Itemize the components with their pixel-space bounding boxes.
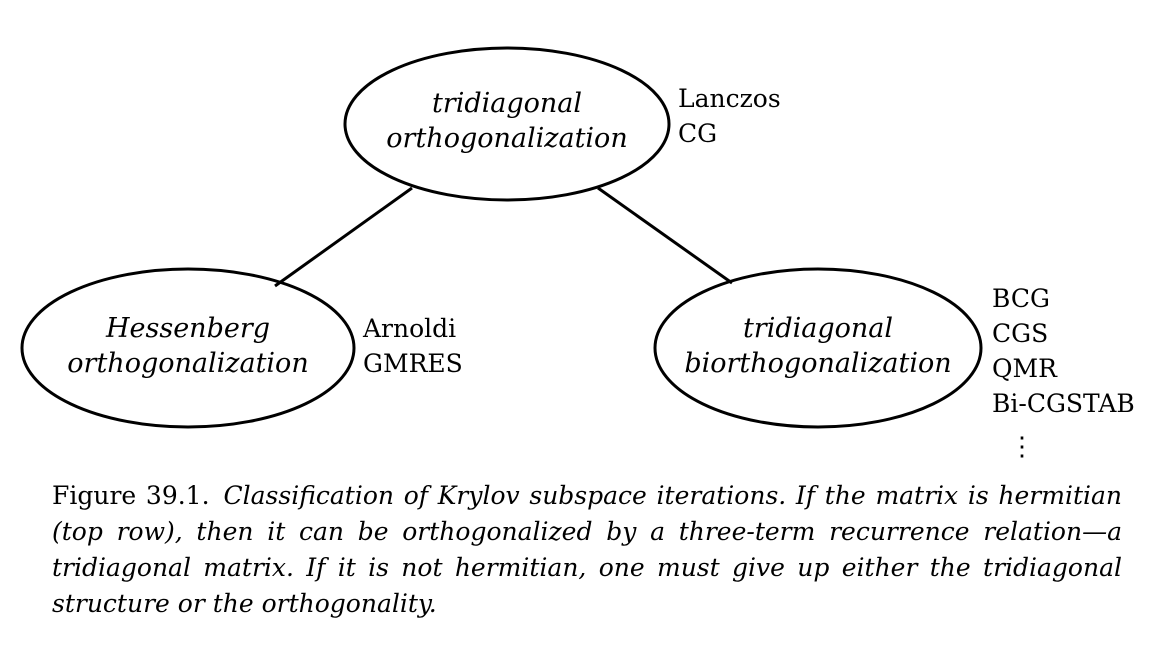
krylov-classification-diagram: tridiagonal orthogonalization Lanczos CG…: [20, 46, 1135, 462]
node-hessenberg-orthogonalization: Hessenberg orthogonalization: [20, 267, 356, 429]
node-top-ellipse: [343, 46, 671, 202]
methods-top: Lanczos CG: [678, 84, 781, 148]
figure-label: Figure 39.1.: [52, 481, 210, 510]
node-left-line2: orthogonalization: [67, 348, 308, 379]
node-top-line2: orthogonalization: [386, 123, 627, 154]
method-qmr: QMR: [992, 354, 1058, 383]
vertical-ellipsis-icon: ⋮: [1009, 432, 1035, 462]
node-tridiagonal-orthogonalization: tridiagonal orthogonalization: [343, 46, 671, 202]
node-left-line1: Hessenberg: [105, 313, 270, 344]
node-right-line2: biorthogonalization: [684, 348, 951, 379]
method-gmres: GMRES: [363, 349, 463, 378]
method-cg: CG: [678, 119, 717, 148]
node-right-line1: tridiagonal: [743, 313, 893, 344]
node-top-line1: tridiagonal: [432, 88, 582, 119]
figure-caption-text: Classification of Krylov subspace iterat…: [52, 481, 1122, 618]
method-arnoldi: Arnoldi: [362, 314, 456, 343]
node-right-ellipse: [653, 267, 983, 429]
method-bcg: BCG: [992, 284, 1050, 313]
method-lanczos: Lanczos: [678, 84, 781, 113]
method-cgs: CGS: [992, 319, 1048, 348]
node-tridiagonal-biorthogonalization: tridiagonal biorthogonalization: [653, 267, 983, 429]
methods-right: BCG CGS QMR Bi-CGSTAB ⋮: [992, 284, 1135, 462]
method-bi-cgstab: Bi-CGSTAB: [992, 389, 1135, 418]
methods-left: Arnoldi GMRES: [362, 314, 463, 378]
node-left-ellipse: [20, 267, 356, 429]
edge-top-to-right: [597, 186, 733, 285]
figure-caption: Figure 39.1.Classification of Krylov sub…: [52, 478, 1122, 622]
edge-top-to-left: [274, 186, 413, 288]
